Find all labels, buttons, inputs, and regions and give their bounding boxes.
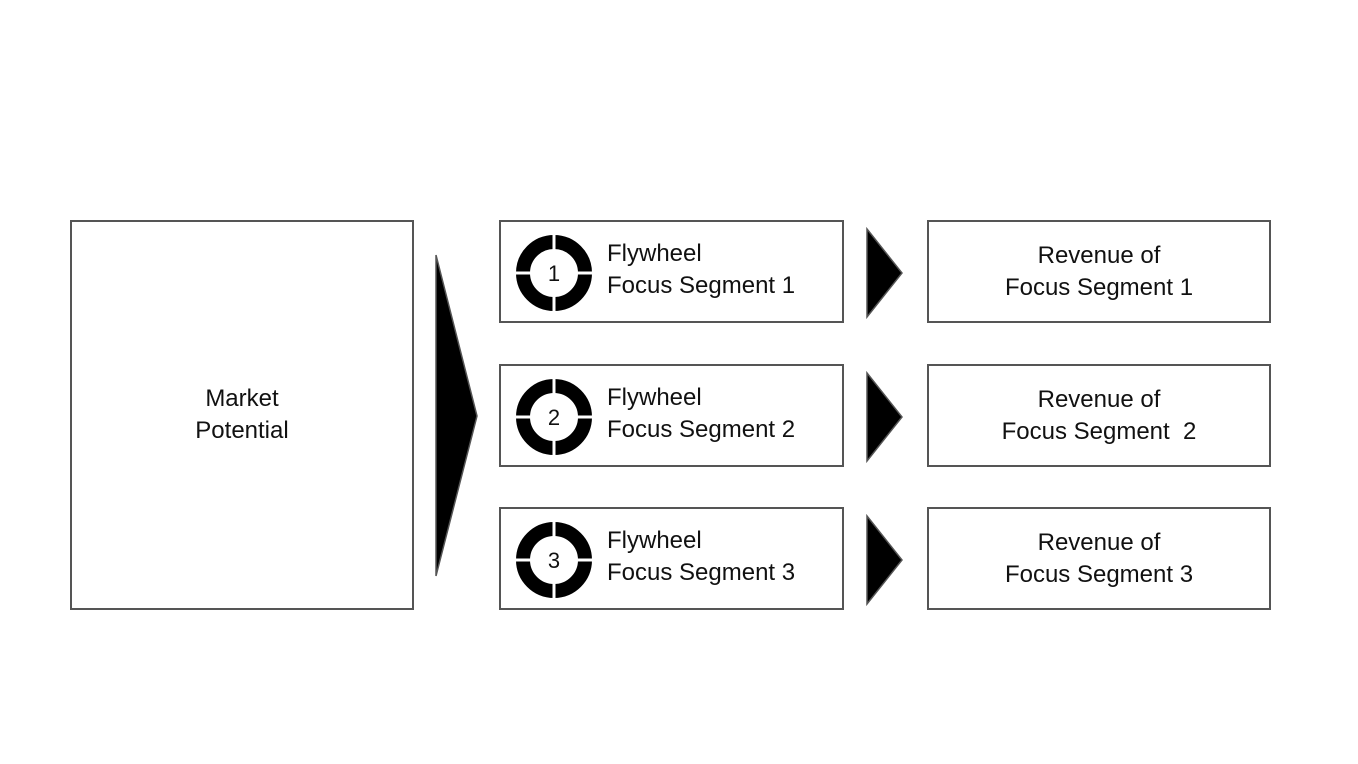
segment-row-1: 1 Flywheel Focus Segment 1 Revenue of Fo… [0,220,1358,323]
flywheel-number-3: 3 [548,548,560,573]
flywheel-cycle-icon: 2 [516,379,592,455]
revenue-label-2: Revenue of Focus Segment 2 [1001,385,1197,445]
revenue-box-3: Revenue of Focus Segment 3 [927,507,1271,610]
revenue-box-2: Revenue of Focus Segment 2 [927,364,1271,467]
flywheel-cycle-icon: 3 [516,522,592,598]
market-potential-label: Market Potential [195,385,289,444]
row-arrow-icon [866,371,903,463]
revenue-box-1: Revenue of Focus Segment 1 [927,220,1271,323]
flywheel-label-1: Flywheel Focus Segment 1 [607,240,796,299]
revenue-label-1: Revenue of Focus Segment 1 [1004,241,1194,301]
big-arrow-icon [435,254,478,577]
segment-row-3: 3 Flywheel Focus Segment 3 Revenue of Fo… [0,507,1358,610]
flywheel-label-3: Flywheel Focus Segment 3 [607,527,796,586]
segment-row-2: 2 Flywheel Focus Segment 2 Revenue of Fo… [0,364,1358,467]
flywheel-label-2: Flywheel Focus Segment 2 [607,384,796,443]
revenue-label-3: Revenue of Focus Segment 3 [1004,528,1194,588]
flywheel-number-1: 1 [548,261,560,286]
row-arrow-icon [866,227,903,319]
row-arrow-icon [866,514,903,606]
market-potential-box: Market Potential [70,220,414,610]
flywheel-number-2: 2 [548,405,560,430]
flywheel-cycle-icon: 1 [516,235,592,311]
